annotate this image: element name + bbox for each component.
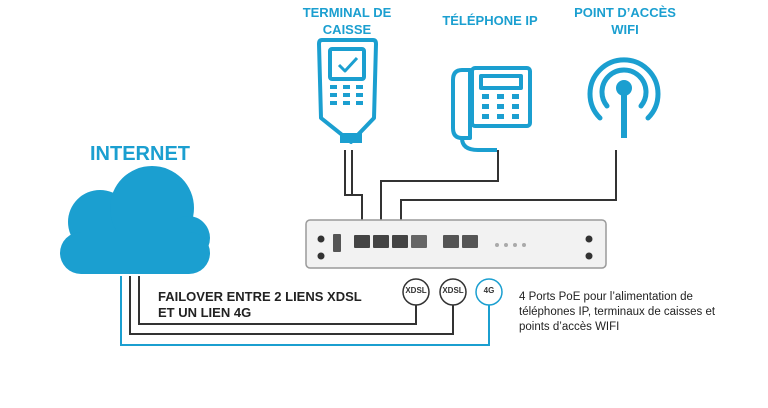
failover-line-2: ET UN LIEN 4G [158, 305, 252, 320]
payment-terminal-icon [317, 38, 378, 144]
poe-ports [354, 235, 427, 248]
telephone-label: TÉLÉPHONE IP [442, 13, 538, 28]
link-badges [402, 278, 503, 306]
xdsl-link-1: XDSL [405, 286, 427, 295]
device-wires [344, 150, 617, 238]
4g-link: 4G [483, 286, 495, 295]
poe-note-line-3: points d’accès WIFI [519, 321, 620, 333]
wan-ports [443, 235, 478, 248]
poe-note-line-1: 4 Ports PoE pour l’alimentation de [519, 291, 693, 303]
router-device [305, 219, 607, 269]
internet-label: INTERNET [90, 143, 190, 165]
poe-note-line-2: téléphones IP, terminaux de caisses et [519, 306, 716, 318]
failover-line-1: FAILOVER ENTRE 2 LIENS XDSL [158, 289, 362, 304]
telephone-icon [451, 66, 532, 152]
terminal-label: TERMINAL DE CAISSE [302, 5, 392, 37]
wifi-label: POINT D’ACCÈS WIFI [574, 5, 676, 37]
uplink-wires [120, 276, 490, 346]
xdsl-link-2: XDSL [442, 286, 464, 295]
wifi-access-point-icon [587, 57, 661, 138]
cloud-icon [60, 166, 210, 274]
